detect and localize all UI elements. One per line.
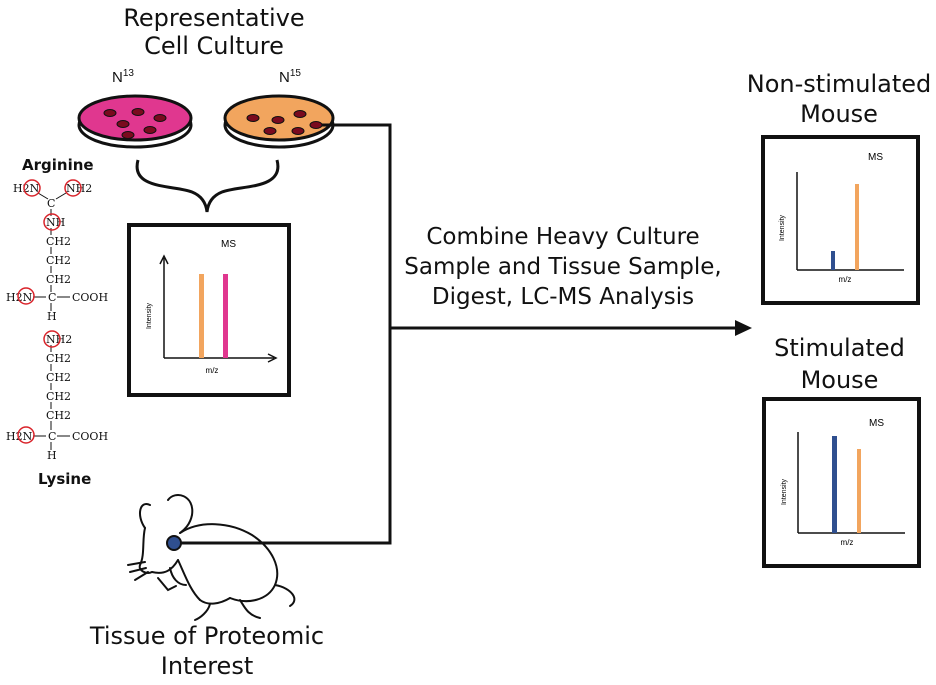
nonstimulated-title-line1: Non-stimulated (746, 70, 932, 98)
ms-nonstim-peak-tissue (831, 251, 835, 270)
lys-ch2-1: CH2 (46, 352, 71, 365)
culture-title-line1: Representative (123, 4, 305, 32)
lys-alpha-c: C (48, 430, 56, 443)
tissue-caption-line1: Tissue of Proteomic (89, 622, 325, 650)
ms-stim-peak-tissue (832, 436, 837, 533)
arg-cooh: COOH (72, 291, 108, 304)
ms-nonstim-ylabel: Intensity (779, 214, 786, 241)
arg-h: H (47, 310, 57, 323)
arg-nh: NH (46, 216, 65, 229)
lys-ch2-3: CH2 (46, 390, 71, 403)
arg-ch2-1: CH2 (46, 235, 71, 248)
arg-ch2-3: CH2 (46, 273, 71, 286)
dish-label-n13-symbol: N (112, 69, 123, 86)
ms-nonstim-xlabel: m/z (839, 275, 852, 284)
tissue-caption-line2: Interest (160, 652, 254, 680)
arginine-label: Arginine (22, 156, 94, 174)
chemical-structures: Arginine H2N NH2 C NH CH2 CH2 CH2 H2N C … (6, 156, 108, 488)
arg-h2n: H2N (13, 182, 40, 195)
process-line1: Combine Heavy Culture (426, 224, 700, 250)
dish-label-n13-isotope: 13 (122, 68, 134, 79)
ms-stim-ylabel: Intensity (781, 478, 788, 505)
petri-dish-n15 (223, 94, 335, 149)
mouse-illustration (127, 494, 296, 621)
lys-h: H (47, 449, 57, 462)
process-line3: Digest, LC-MS Analysis (431, 284, 695, 310)
arg-alpha-h2n: H2N (6, 291, 33, 304)
ms-nonstim-peak-heavy (855, 184, 859, 270)
ms-stim-xlabel: m/z (841, 538, 854, 547)
mouse-eye-tissue-marker (166, 535, 182, 551)
culture-title-line2: Cell Culture (144, 32, 284, 60)
ms-panel-culture: MS Intensity m/z (127, 223, 291, 397)
dish-label-n13: N13 (112, 68, 134, 86)
stimulated-title-line1: Stimulated (774, 334, 905, 362)
ms-center-title: MS (221, 239, 236, 250)
arg-ch2-2: CH2 (46, 254, 71, 267)
ms-panel-stimulated: MS Intensity m/z (762, 397, 921, 568)
lys-nh2: NH2 (46, 333, 72, 346)
nitrogen-highlight-circles (17, 179, 82, 444)
culture-title: Representative Cell Culture (104, 4, 324, 60)
nonstimulated-title-line2: Mouse (800, 100, 878, 128)
stimulated-title: Stimulated Mouse (752, 334, 927, 394)
lys-ch2-4: CH2 (46, 409, 71, 422)
lys-alpha-h2n: H2N (6, 430, 33, 443)
process-line2: Sample and Tissue Sample, (404, 254, 722, 280)
ms-stim-title: MS (869, 418, 884, 429)
arg-alpha-c: C (48, 291, 56, 304)
process-description: Combine Heavy Culture Sample and Tissue … (398, 222, 728, 312)
dish-label-n15: N15 (279, 68, 301, 86)
lysine-label: Lysine (38, 470, 91, 488)
dish-label-n15-symbol: N (279, 69, 290, 86)
stimulated-title-line2: Mouse (800, 366, 879, 394)
arg-c: C (47, 197, 55, 210)
tissue-caption: Tissue of Proteomic Interest (62, 622, 352, 680)
ms-nonstim-title: MS (868, 152, 883, 163)
combine-brace (135, 159, 280, 213)
process-arrowhead (735, 320, 752, 336)
lys-cooh: COOH (72, 430, 108, 443)
dish-label-n15-isotope: 15 (289, 68, 301, 79)
ms-panel-nonstimulated: MS Intensity m/z (761, 135, 920, 305)
lys-ch2-2: CH2 (46, 371, 71, 384)
nonstimulated-title: Non-stimulated Mouse (742, 70, 936, 128)
ms-center-ylabel: Intensity (146, 302, 153, 329)
petri-dish-n13 (77, 94, 193, 149)
ms-center-xlabel: m/z (206, 366, 219, 375)
ms-center-peak-heavy (199, 274, 204, 358)
heavy-culture-connector (178, 123, 392, 545)
ms-center-peak-light (223, 274, 228, 358)
ms-stim-peak-heavy (857, 449, 861, 533)
arg-nh2-top: NH2 (66, 182, 92, 195)
chem-bonds (33, 192, 70, 450)
